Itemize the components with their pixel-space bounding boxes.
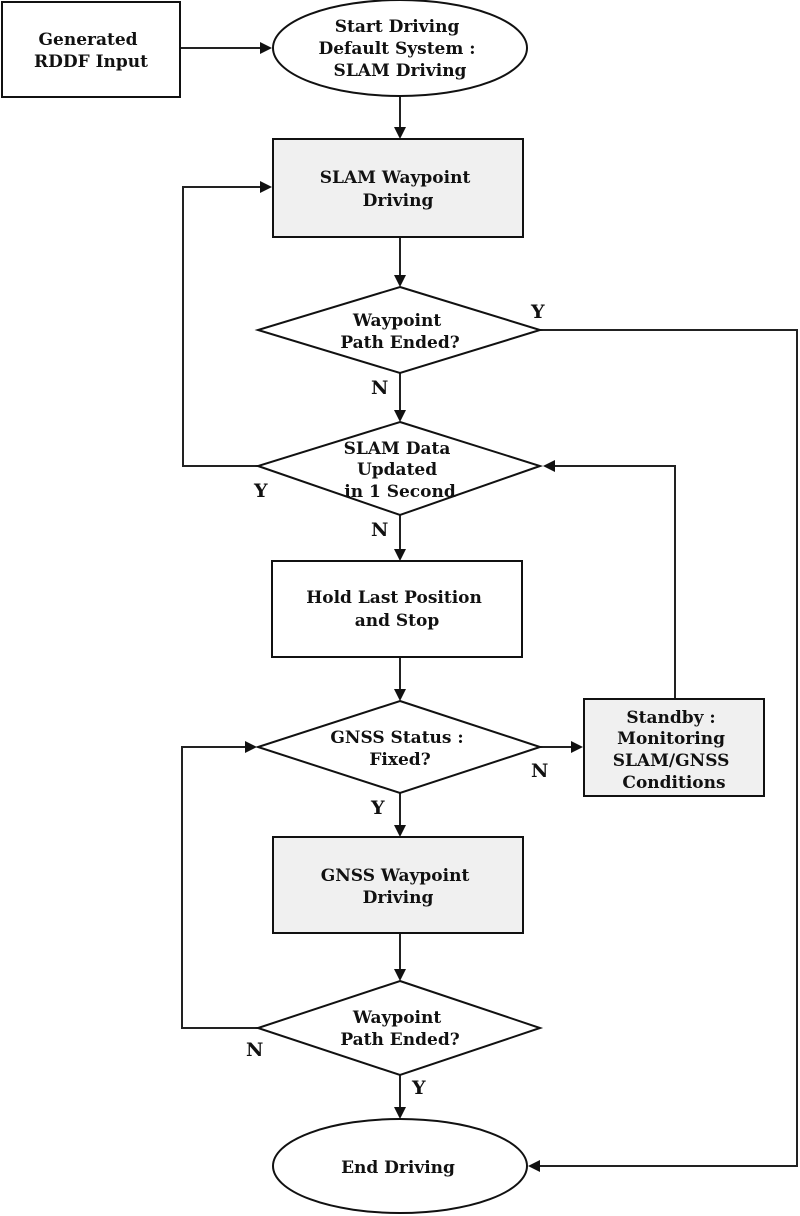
edge-label-slam-data-updated-yes: Y [253, 480, 268, 502]
connectors [180, 42, 798, 1172]
arrowhead [245, 741, 257, 753]
label-line: Fixed? [369, 750, 430, 770]
arrowhead [394, 1107, 406, 1119]
label-line: in 1 Second [344, 482, 456, 502]
node-label: Waypoint Path Ended? [340, 311, 459, 353]
arrowhead [571, 741, 583, 753]
arrowhead [394, 127, 406, 139]
label-line: Default System : [319, 39, 476, 59]
edge-label-gnss-path-ended-yes: Y [411, 1077, 426, 1099]
label-line: Standby : [626, 708, 715, 728]
edge-label-slam-path-ended-no: N [371, 377, 388, 399]
node-slam-waypoint-driving: SLAM Waypoint Driving [272, 138, 524, 238]
arrowhead [543, 460, 555, 472]
label-line: Driving [363, 191, 434, 211]
label-line: Updated [357, 460, 437, 480]
arrowhead [394, 689, 406, 701]
node-gnss-path-ended-decision: Waypoint Path Ended? [254, 979, 544, 1077]
label-line: Path Ended? [340, 333, 459, 353]
node-rddf-input: Generated RDDF Input [1, 1, 181, 98]
label-line: Waypoint [352, 1008, 442, 1028]
node-start-driving: Start Driving Default System : SLAM Driv… [272, 0, 528, 97]
arrowhead [260, 42, 272, 54]
node-label: GNSS Status : Fixed? [330, 728, 469, 770]
label-line: Monitoring [617, 729, 725, 749]
node-gnss-status-decision: GNSS Status : Fixed? [254, 699, 544, 795]
label-line: Path Ended? [340, 1030, 459, 1050]
label-line: GNSS Waypoint [321, 866, 470, 886]
node-standby-monitoring: Standby : Monitoring SLAM/GNSS Condition… [583, 698, 765, 797]
label-line: SLAM/GNSS [613, 751, 730, 771]
node-label: Generated RDDF Input [34, 30, 148, 72]
connector-gnss-path-ended-no-loop [181, 746, 258, 1029]
node-label: Start Driving Default System : SLAM Driv… [319, 17, 482, 81]
label-line: End Driving [341, 1158, 455, 1178]
arrowhead [528, 1160, 540, 1172]
label-line: Conditions [622, 773, 725, 793]
connector-path-ended-yes-to-end [538, 329, 798, 1167]
arrowhead [394, 969, 406, 981]
label-line: SLAM Waypoint [320, 168, 471, 188]
label-line: Waypoint [352, 311, 442, 331]
node-gnss-waypoint-driving: GNSS Waypoint Driving [272, 836, 524, 934]
label-line: and Stop [355, 611, 440, 631]
node-label: Hold Last Position and Stop [306, 588, 488, 631]
arrowhead [394, 825, 406, 837]
node-label: SLAM Waypoint Driving [320, 168, 476, 211]
connector-standby-to-data-updated [553, 465, 676, 699]
edge-label-slam-path-ended-yes: Y [530, 301, 545, 323]
edge-label-gnss-status-no: N [531, 760, 548, 782]
label-line: SLAM Data [344, 439, 451, 459]
node-slam-data-updated-decision: SLAM Data Updated in 1 Second [254, 420, 544, 517]
label-line: SLAM Driving [334, 61, 467, 81]
node-label: Waypoint Path Ended? [340, 1008, 459, 1050]
node-label: SLAM Data Updated in 1 Second [344, 439, 457, 502]
arrowhead [394, 410, 406, 422]
arrowhead [394, 549, 406, 561]
node-label: End Driving [341, 1158, 455, 1178]
label-line: Start Driving [335, 17, 460, 37]
label-line: GNSS Status : [330, 728, 463, 748]
label-line: Driving [363, 888, 434, 908]
label-line: Generated [39, 30, 138, 50]
label-line: RDDF Input [34, 52, 148, 72]
label-line: Hold Last Position [306, 588, 482, 608]
node-slam-path-ended-decision: Waypoint Path Ended? [254, 285, 544, 375]
edge-label-gnss-status-yes: Y [370, 797, 385, 819]
edge-labels: Y N Y N Y N N Y [246, 301, 548, 1099]
edge-label-slam-data-updated-no: N [371, 519, 388, 541]
node-label: GNSS Waypoint Driving [321, 866, 475, 908]
connector-data-updated-yes-loop [182, 186, 262, 467]
node-end-driving: End Driving [272, 1118, 528, 1214]
node-label: Standby : Monitoring SLAM/GNSS Condition… [613, 708, 736, 793]
arrowhead [260, 181, 272, 193]
edge-label-gnss-path-ended-no: N [246, 1039, 263, 1061]
arrowhead [394, 275, 406, 287]
node-hold-last-position: Hold Last Position and Stop [271, 560, 523, 658]
